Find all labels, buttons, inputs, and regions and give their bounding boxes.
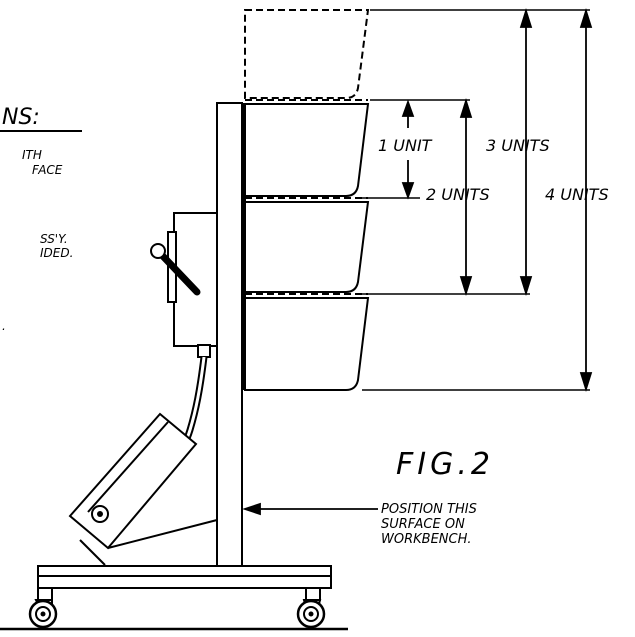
- motor-housing: [68, 412, 198, 550]
- control-box: [167, 212, 218, 347]
- bin-top-dashed: [244, 9, 370, 99]
- extension-lines: [362, 9, 590, 391]
- label-one-unit: 1 UNIT: [378, 136, 433, 155]
- crank-handle: [150, 243, 201, 296]
- label-two-units: 2 UNITS: [426, 185, 490, 204]
- note-fragment-1: ITH: [22, 148, 42, 162]
- callout-line-2: SURFACE ON: [381, 517, 465, 532]
- callout-line-3: WORKBENCH.: [381, 532, 472, 547]
- bin-2: [244, 197, 370, 293]
- label-three-units: 3 UNITS: [486, 136, 550, 155]
- caster-left: [28, 599, 58, 629]
- bin-3: [244, 293, 370, 391]
- motor-bracket: [79, 539, 106, 566]
- motor-brace: [107, 519, 218, 549]
- conduit-fitting: [197, 344, 211, 358]
- callout-leader: [242, 502, 378, 516]
- caster-right: [296, 599, 326, 629]
- note-fragment-5: .: [2, 319, 6, 333]
- vertical-post: [216, 102, 246, 569]
- bin-1: [244, 99, 370, 197]
- motor-mount-bolt: [91, 505, 109, 523]
- base-frame: [37, 565, 332, 601]
- dimension-two-units: [459, 97, 473, 297]
- figure-label: FIG.2: [396, 447, 494, 482]
- dimension-three-units: [519, 7, 533, 297]
- note-fragment-3: SS'Y.: [40, 232, 68, 246]
- dimension-four-units: [579, 7, 593, 393]
- heading-fragment: NS:: [2, 105, 40, 130]
- dimension-one-unit: [401, 99, 415, 200]
- callout-line-1: POSITION THIS: [381, 502, 477, 517]
- note-fragment-2: FACE: [32, 163, 63, 177]
- note-fragment-4: IDED.: [40, 246, 73, 260]
- label-four-units: 4 UNITS: [545, 185, 609, 204]
